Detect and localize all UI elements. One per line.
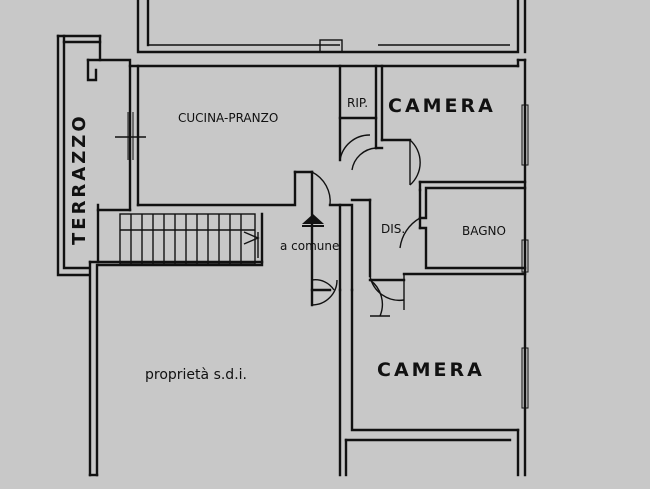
terrace-door-window bbox=[115, 112, 146, 160]
label-a-comune: a comune bbox=[280, 239, 339, 253]
label-ripostiglio: RIP. bbox=[347, 96, 368, 110]
landing-walls bbox=[88, 170, 354, 477]
label-camera-top: CAMERA bbox=[388, 95, 496, 117]
label-cucina-pranzo: CUCINA-PRANZO bbox=[178, 111, 278, 125]
right-windows bbox=[521, 104, 529, 409]
staircase bbox=[119, 213, 260, 265]
kitchen-lower-walls bbox=[96, 170, 297, 264]
label-camera-bottom: CAMERA bbox=[377, 359, 485, 381]
camera-bottom-walls bbox=[338, 278, 520, 477]
label-proprieta: proprietà s.d.i. bbox=[145, 367, 247, 383]
label-bagno: BAGNO bbox=[462, 224, 506, 238]
terrace-outline bbox=[56, 34, 102, 277]
triangle-up-icon bbox=[302, 214, 324, 224]
top-neighbour-walls bbox=[136, 0, 527, 54]
label-disimpegno: DIS. bbox=[381, 222, 405, 236]
label-terrazzo: TERRAZZO bbox=[69, 113, 90, 245]
rip-camera-walls bbox=[338, 64, 527, 192]
landing-doors bbox=[311, 171, 338, 306]
dis-bagno-walls bbox=[350, 186, 527, 310]
